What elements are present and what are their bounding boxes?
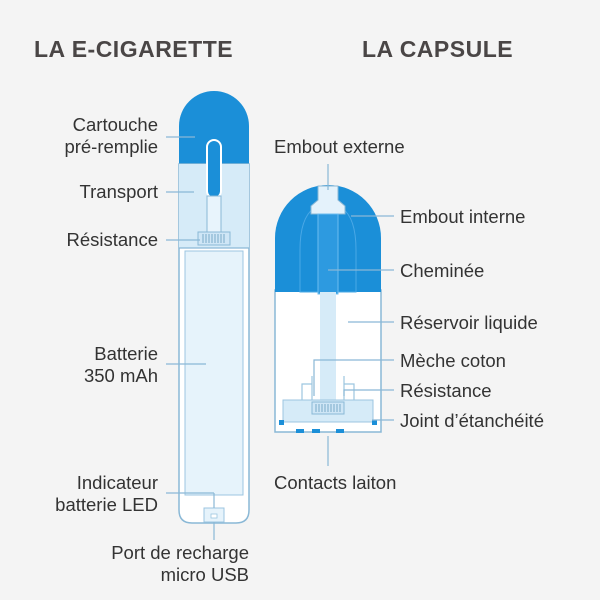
label-ecig-resistance: Résistance: [66, 229, 158, 250]
label-port: Port de recharge micro USB: [111, 542, 249, 586]
label-indicateur-line2: batterie LED: [55, 494, 158, 515]
label-cartouche: Cartouche pré-remplie: [64, 114, 158, 158]
label-port-line1: Port de recharge: [111, 542, 249, 563]
capsule-contact-left: [296, 429, 304, 433]
capsule-embout-notch: [310, 185, 346, 215]
label-contacts: Contacts laiton: [274, 472, 397, 493]
label-meche: Mèche coton: [400, 350, 506, 371]
label-indicateur: Indicateur batterie LED: [55, 472, 158, 516]
ecig-body: [178, 91, 250, 524]
label-cartouche-line1: Cartouche: [72, 114, 158, 135]
capsule-title: LA CAPSULE: [362, 36, 514, 62]
label-port-line2: micro USB: [160, 564, 249, 585]
label-batterie-line2: 350 mAh: [83, 365, 158, 386]
ecig-chimney: [206, 139, 222, 199]
label-batterie-line1: Batterie: [94, 343, 158, 364]
ecig-cartridge-cap: [179, 91, 249, 164]
label-reservoir: Réservoir liquide: [400, 312, 538, 333]
label-cartouche-line2: pré-remplie: [64, 136, 158, 157]
label-batterie: Batterie 350 mAh: [84, 343, 158, 387]
label-embout-interne: Embout interne: [400, 206, 526, 227]
label-indicateur-line1: Indicateur: [76, 472, 158, 493]
capsule-body: [274, 185, 382, 433]
label-cheminee: Cheminée: [400, 260, 485, 281]
label-embout-externe: Embout externe: [274, 136, 405, 157]
label-joint: Joint d’étanchéité: [400, 410, 544, 431]
capsule-chimney: [320, 292, 336, 400]
label-capsule-resistance: Résistance: [400, 380, 492, 401]
ecig-title: LA E-CIGARETTE: [34, 36, 234, 62]
capsule-leader-lines: [313, 164, 394, 466]
capsule-contact-right: [336, 429, 344, 433]
ecig-battery: [184, 250, 244, 496]
label-transport: Transport: [79, 181, 158, 202]
ecig-leader-lines: [166, 136, 215, 540]
